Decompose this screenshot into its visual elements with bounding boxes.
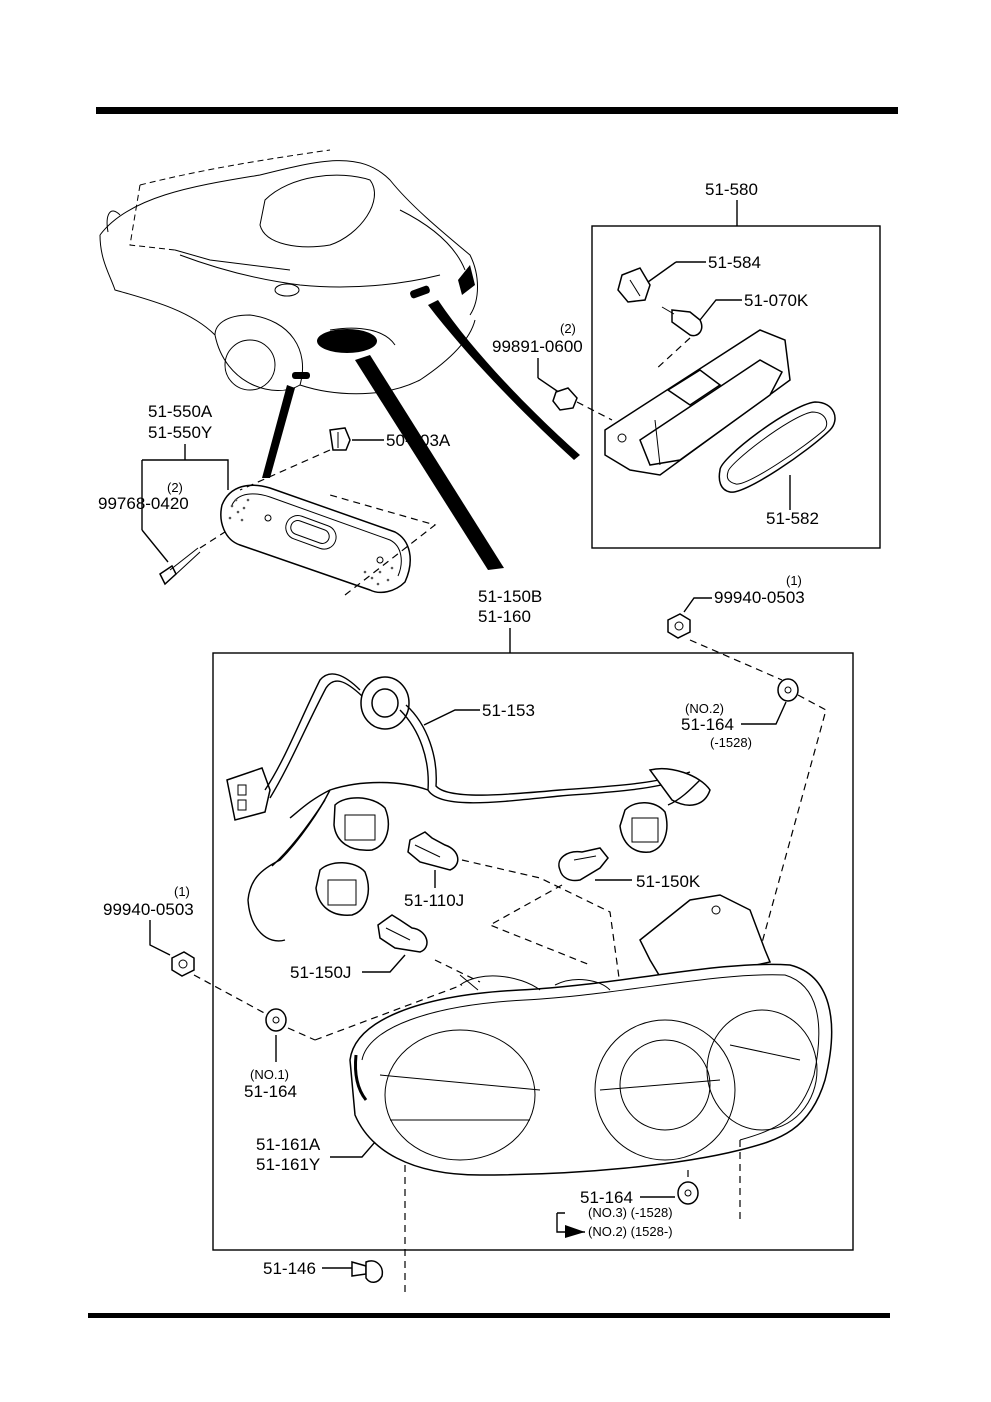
label-51-110J: 51-110J: [404, 891, 464, 910]
rear-combination-lamp-housing: [349, 894, 833, 1176]
label-51-150K: 51-150K: [636, 872, 701, 891]
label-51-164-no1: 51-164: [244, 1082, 297, 1101]
rear-combination-lamp-box: [212, 652, 854, 1251]
label-51-146: 51-146: [263, 1259, 316, 1278]
nut-right: [667, 613, 691, 639]
label-51-150J: 51-150J: [290, 963, 351, 982]
side-marker-assembly-box: [591, 225, 881, 549]
grommet-no1: [265, 1008, 287, 1032]
rear-combo-lamp-location: [317, 329, 377, 353]
label-99768-0420: 99768-0420: [98, 494, 189, 513]
label-no2-alt-range: (NO.2) (1528-): [588, 1224, 673, 1239]
label-qty-reflector-screw: (2): [167, 480, 183, 495]
socket-harness-51-153: [226, 673, 711, 942]
reflector-location-left: [292, 372, 310, 379]
label-51-550Y: 51-550Y: [148, 423, 212, 442]
label-51-164-no2: 51-164: [681, 715, 734, 734]
side-marker-lens-51-582: [718, 401, 836, 493]
label-51-550A: 51-550A: [148, 402, 213, 421]
side-marker-screw: [552, 387, 578, 411]
grommet-no3: [677, 1181, 699, 1205]
label-99940-0503-right: 99940-0503: [714, 588, 805, 607]
label-51-070K: 51-070K: [744, 291, 809, 310]
label-grommet-no2-range: (-1528): [710, 735, 752, 750]
label-50-803A: 50-803A: [386, 431, 451, 450]
label-51-160: 51-160: [478, 607, 531, 626]
label-qty-nut-right: (1): [786, 573, 802, 588]
label-51-161A: 51-161A: [256, 1135, 321, 1154]
nut-left: [171, 951, 195, 977]
alt-arrow-icon: [565, 1225, 585, 1238]
leader-side-marker: [428, 300, 580, 460]
label-qty-nut-left: (1): [174, 884, 190, 899]
label-51-584: 51-584: [708, 253, 761, 272]
side-marker-housing: [604, 329, 791, 476]
label-51-164-no3: 51-164: [580, 1188, 633, 1207]
label-99891-0600: 99891-0600: [492, 337, 583, 356]
bulb-51-150J: [377, 914, 428, 953]
reflector-location-right: [410, 285, 430, 299]
label-99940-0503-left: 99940-0503: [103, 900, 194, 919]
label-51-150B: 51-150B: [478, 587, 542, 606]
leader-reflector: [262, 385, 295, 478]
label-no1-grommet-note: (NO.1): [250, 1067, 289, 1082]
bulb-51-110J: [407, 831, 459, 871]
side-marker-socket-51-584: [617, 267, 651, 303]
label-no2-grommet-note: (NO.2): [685, 701, 724, 716]
leader-rear-combo: [355, 355, 504, 570]
reflector-clip-50-803A: [329, 427, 351, 451]
grommet-no2: [777, 678, 799, 702]
side-marker-location: [458, 265, 475, 295]
bolt-51-146: [351, 1260, 384, 1283]
label-qty-side-screw: (2): [560, 321, 576, 336]
label-51-153: 51-153: [482, 701, 535, 720]
bottom-rule: [88, 1313, 890, 1318]
label-51-582: 51-582: [766, 509, 819, 528]
label-51-580: 51-580: [705, 180, 758, 199]
side-marker-bulb-51-070K: [661, 306, 703, 337]
bulb-51-150K: [558, 847, 609, 882]
top-rule: [96, 107, 898, 114]
label-no3-range: (NO.3) (-1528): [588, 1205, 673, 1220]
reflector-screw: [159, 547, 201, 586]
car-rear-illustration: [99, 149, 478, 395]
label-51-161Y: 51-161Y: [256, 1155, 320, 1174]
side-reflector-51-550A: [220, 484, 411, 594]
